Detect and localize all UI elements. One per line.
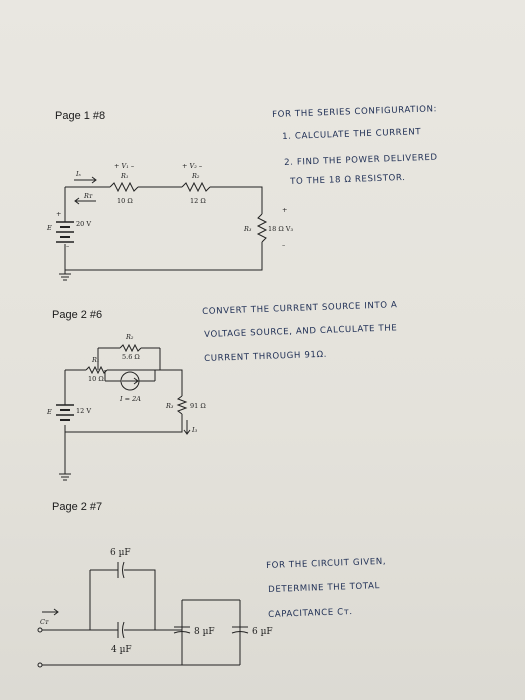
r2-label: R₂ [191,172,200,180]
conversion-circuit [56,343,191,481]
resistor-r3 [256,213,268,243]
resistor-r2 [181,181,211,193]
resistor-r1 [85,365,108,375]
resistor-r1 [109,181,139,193]
r1-label: R₁ [120,172,129,180]
e-label: E [46,408,52,416]
section-heading-p2-7: Page 2 #7 [52,501,103,513]
i3-label: I₃ [191,426,198,434]
ground-icon [59,262,71,281]
r2-value: 12 Ω [190,197,206,205]
ct-label: Cᴛ [40,618,49,626]
v1-label: + V₁ – [114,162,134,170]
c-top-label: 6 µF [110,548,131,558]
battery-e [56,221,74,243]
r1-value: 10 Ω [117,197,133,205]
e-label: E [46,224,52,232]
c-8-label: 8 µF [194,627,215,637]
resistor-r3 [176,395,188,415]
is-label: Iₛ [75,170,81,178]
r2-value: 5.6 Ω [122,353,140,361]
c-6-label: 6 µF [252,627,273,637]
e-minus: – [66,242,69,250]
r3-value: 18 Ω V₃ [268,225,293,233]
ground-icon [59,462,71,481]
r1-label: R₁ [91,356,100,364]
r1-value: 10 Ω [88,375,104,383]
capacitor-circuit [37,561,249,668]
section-heading-p1-8: Page 1 #8 [55,110,106,122]
r3-label: R₃ [165,402,174,410]
section-heading-p2-6: Page 2 #6 [52,309,103,321]
rt-label: Rᴛ [83,192,93,200]
e-plus: + [56,210,61,218]
e-value: 12 V [76,407,91,415]
r3-label: R₃ [243,225,252,233]
e-value: 20 V [76,220,91,228]
v3-plus: + [282,206,287,214]
r3-value: 91 Ω [190,402,206,410]
i-label: I = 2A [119,395,141,403]
c-mid-label: 4 µF [111,645,132,655]
r2-label: R₂ [125,333,134,341]
resistor-r2 [119,343,142,353]
series-circuit [56,176,268,281]
v2-label: + V₂ – [182,162,202,170]
battery-e [56,404,74,421]
v3-minus: – [282,241,285,249]
